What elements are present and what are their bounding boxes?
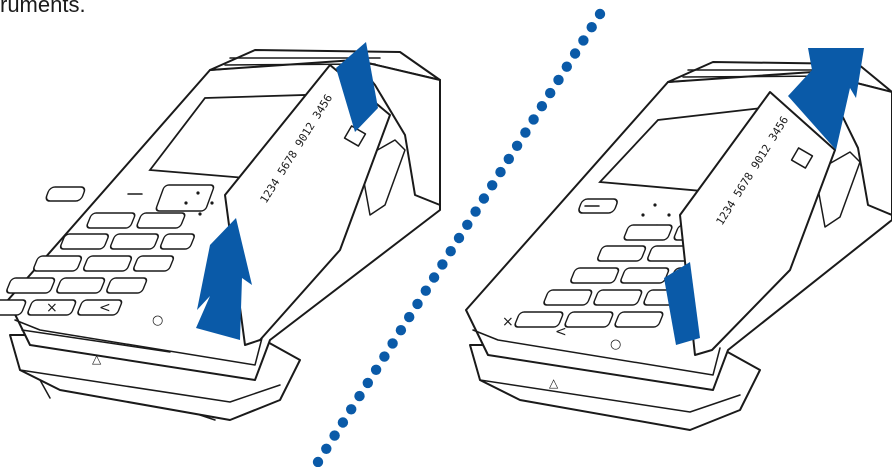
key-nav — [155, 185, 214, 211]
divider-dot — [520, 127, 530, 137]
divider-dot — [371, 365, 381, 375]
divider-dot — [379, 351, 389, 361]
divider-dot — [454, 233, 464, 243]
divider-dot — [537, 101, 547, 111]
divider-dot — [421, 286, 431, 296]
divider-dot — [479, 193, 489, 203]
back-symbol: < — [555, 324, 567, 340]
cancel-symbol: × — [46, 300, 58, 316]
divider-dot — [412, 299, 422, 309]
divider-dot — [553, 75, 563, 85]
divider-dot — [313, 457, 323, 467]
divider-dot — [437, 259, 447, 269]
back-symbol: < — [99, 300, 111, 316]
divider-dot — [470, 206, 480, 216]
cancel-symbol: × — [502, 314, 514, 330]
divider-dot — [545, 88, 555, 98]
triangle-symbol: △ — [549, 376, 559, 390]
key-function — [45, 187, 86, 201]
divider-dot — [462, 220, 472, 230]
divider-dot — [329, 430, 339, 440]
divider-dot — [528, 114, 538, 124]
divider-dot — [587, 22, 597, 32]
divider-dot — [363, 378, 373, 388]
divider-dot — [387, 338, 397, 348]
divider-dot — [354, 391, 364, 401]
divider-dot — [487, 180, 497, 190]
confirm-symbol: ○ — [152, 313, 163, 328]
divider-dot — [595, 9, 605, 19]
divider-dot — [512, 141, 522, 151]
divider-dot — [446, 246, 456, 256]
divider-dot — [578, 35, 588, 45]
divider-dot — [346, 404, 356, 414]
divider-dot — [338, 417, 348, 427]
divider-dot — [562, 61, 572, 71]
divider-dot — [495, 167, 505, 177]
divider-dot — [570, 48, 580, 58]
divider-dot — [396, 325, 406, 335]
triangle-symbol: △ — [92, 352, 102, 366]
divider-dot — [429, 272, 439, 282]
divider-dot — [504, 154, 514, 164]
divider-dot — [321, 444, 331, 454]
divider-dot — [404, 312, 414, 322]
confirm-symbol: ○ — [610, 337, 621, 352]
